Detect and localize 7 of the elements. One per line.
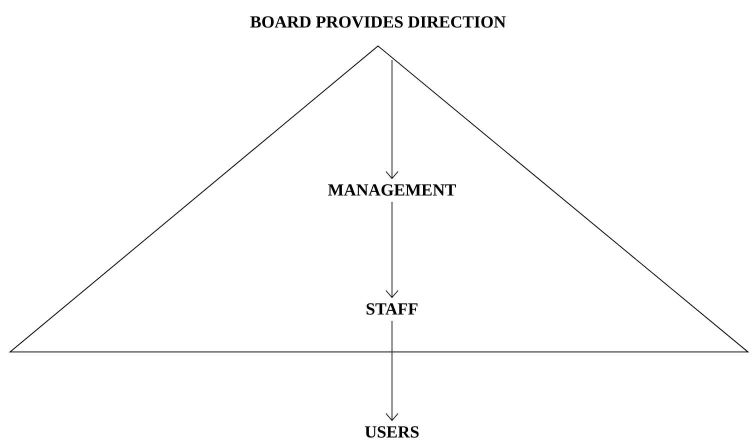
level-label: STAFF	[366, 303, 418, 315]
level-label: USERS	[365, 426, 419, 438]
arrow	[386, 320, 398, 422]
node-label: BOARD PROVIDES DIRECTION	[250, 16, 506, 28]
arrow	[386, 202, 398, 298]
level-label: MANAGEMENT	[328, 184, 456, 196]
arrow	[386, 60, 398, 180]
